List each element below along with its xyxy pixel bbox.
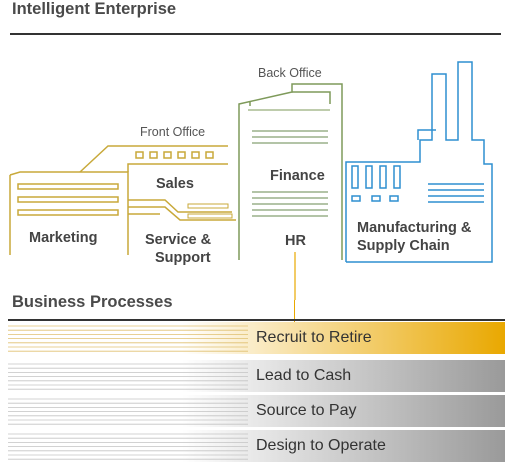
process-bar-design-to-operate[interactable]: Design to Operate [8, 430, 505, 462]
finance-lines-icon [252, 130, 328, 217]
hr-connector-line-lower [294, 300, 296, 322]
process-bar-source-to-pay[interactable]: Source to Pay [8, 395, 505, 427]
finance-label: Finance [270, 168, 325, 184]
hr-label: HR [285, 233, 306, 249]
manufacturing-label-line1: Manufacturing & [357, 220, 472, 236]
service-label-line1: Service & [145, 232, 212, 248]
process-label: Design to Operate [256, 437, 386, 454]
process-lines-icon [8, 325, 248, 352]
page-title: Intelligent Enterprise [12, 0, 177, 18]
front-office-label: Front Office [140, 125, 206, 139]
process-bar-lead-to-cash[interactable]: Lead to Cash [8, 360, 505, 392]
manufacturing-label-line2: Supply Chain [357, 238, 450, 254]
process-lines-icon [8, 363, 248, 390]
factory-icon [345, 61, 493, 263]
processes-divider [8, 319, 505, 321]
service-building-icon [128, 199, 236, 221]
marketing-building-icon [9, 171, 129, 255]
back-office-building-icon [238, 83, 343, 260]
process-bar-recruit-to-retire[interactable]: Recruit to Retire [8, 322, 505, 354]
service-label-line2: Support [155, 250, 211, 266]
sales-building-icon [79, 145, 228, 173]
process-label: Lead to Cash [256, 367, 352, 384]
title-divider [10, 33, 501, 35]
business-processes-title: Business Processes [12, 293, 173, 311]
process-label: Recruit to Retire [256, 329, 372, 346]
sales-label: Sales [156, 176, 194, 192]
process-lines-icon [8, 433, 248, 460]
process-label: Source to Pay [256, 402, 357, 419]
enterprise-illustration [9, 61, 493, 300]
back-office-label: Back Office [258, 66, 322, 80]
process-lines-icon [8, 398, 248, 425]
marketing-label: Marketing [29, 230, 98, 246]
